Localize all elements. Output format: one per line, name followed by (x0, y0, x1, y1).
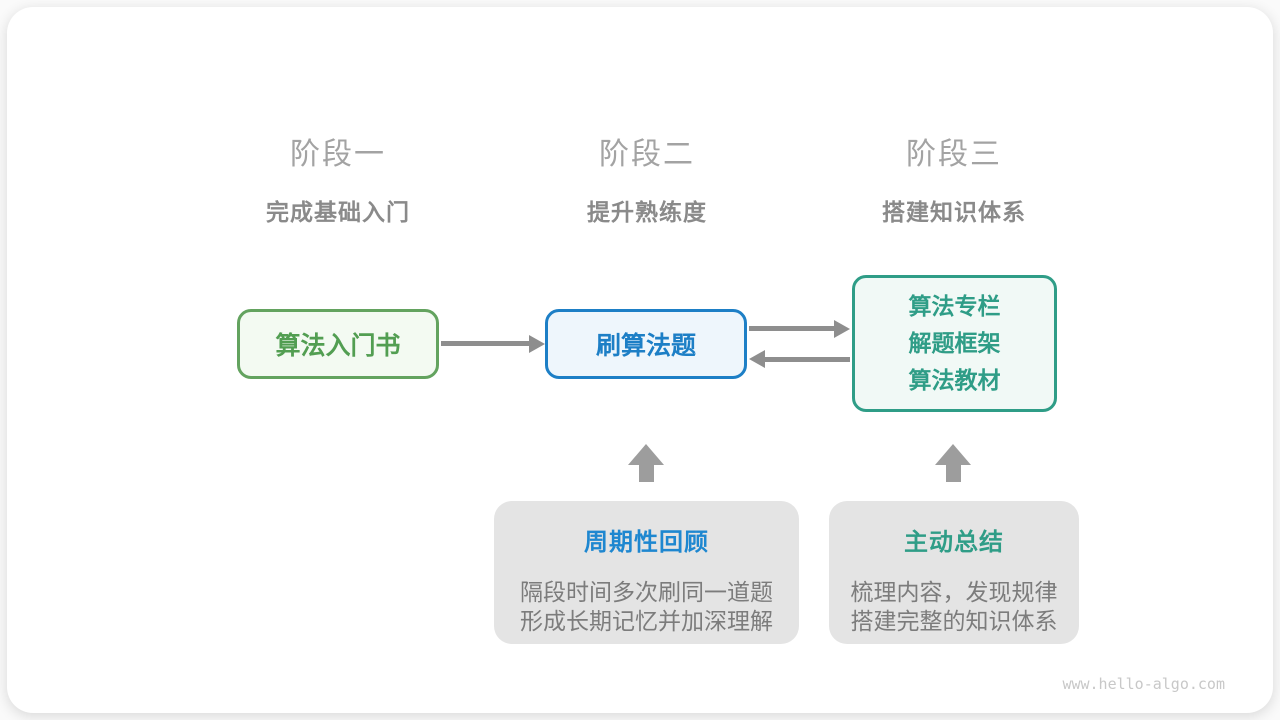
node-practice-problems-label: 刷算法题 (595, 332, 696, 360)
callout-periodic-review: 周期性回顾 隔段时间多次刷同一道题 形成长期记忆并加深理解 (494, 501, 799, 644)
stage-column-3: 阶段三 搭建知识体系 (794, 129, 1114, 227)
arrow-up-icon (935, 444, 971, 482)
diagram-card: 阶段一 完成基础入门 阶段二 提升熟练度 阶段三 搭建知识体系 算法入门书 刷算… (7, 7, 1273, 713)
node-advanced-resources: 算法专栏 解题框架 算法教材 (852, 275, 1057, 412)
stage-1-label: 阶段一 (290, 138, 386, 171)
callout-active-summary-line-2: 搭建完整的知识体系 (850, 608, 1058, 634)
watermark: www.hello-algo.com (1062, 675, 1225, 693)
stage-3-subtitle: 搭建知识体系 (882, 199, 1026, 225)
node-resources-line-1: 算法专栏 (908, 293, 1001, 319)
node-beginner-book-label: 算法入门书 (275, 332, 401, 360)
stage-3-label: 阶段三 (906, 138, 1002, 171)
stage-column-1: 阶段一 完成基础入门 (178, 129, 498, 227)
arrow-right-head-icon (529, 335, 545, 353)
stage-column-2: 阶段二 提升熟练度 (487, 129, 807, 227)
node-practice-problems: 刷算法题 (545, 309, 747, 379)
callout-active-summary-body: 梳理内容，发现规律 搭建完整的知识体系 (829, 578, 1079, 636)
callout-active-summary-line-1: 梳理内容，发现规律 (850, 579, 1058, 605)
arrow-right-icon (749, 326, 837, 331)
arrow-up-icon (628, 444, 664, 482)
arrow-right-icon (441, 341, 533, 346)
node-beginner-book: 算法入门书 (237, 309, 439, 379)
callout-periodic-review-line-2: 形成长期记忆并加深理解 (520, 608, 773, 634)
stage-2-subtitle: 提升熟练度 (587, 199, 707, 225)
callout-periodic-review-title: 周期性回顾 (584, 529, 709, 556)
callout-active-summary: 主动总结 梳理内容，发现规律 搭建完整的知识体系 (829, 501, 1079, 644)
arrow-left-head-icon (749, 350, 765, 368)
arrow-right-head-icon (834, 320, 850, 338)
node-resources-line-2: 解题框架 (908, 330, 1001, 356)
node-resources-line-3: 算法教材 (908, 367, 1001, 393)
callout-periodic-review-line-1: 隔段时间多次刷同一道题 (520, 579, 773, 605)
callout-active-summary-title: 主动总结 (904, 529, 1004, 556)
arrow-left-icon (762, 357, 850, 362)
callout-periodic-review-body: 隔段时间多次刷同一道题 形成长期记忆并加深理解 (494, 578, 799, 636)
stage-2-label: 阶段二 (599, 138, 695, 171)
stage-1-subtitle: 完成基础入门 (266, 199, 410, 225)
